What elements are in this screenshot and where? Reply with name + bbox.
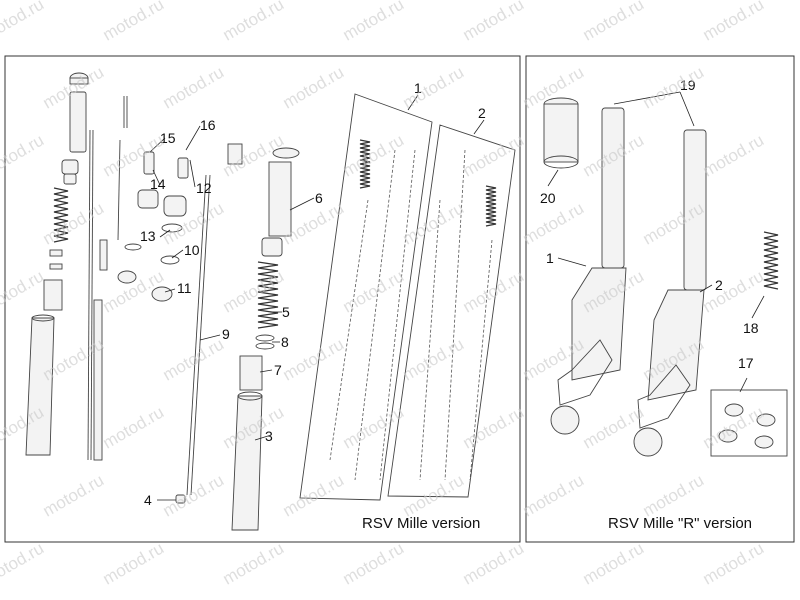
left-fork-exploded-parts — [25, 72, 516, 531]
label-12: 12 — [196, 180, 212, 196]
label-17: 17 — [738, 355, 754, 371]
left-leader-lines — [149, 94, 485, 501]
label-11: 11 — [177, 280, 192, 296]
right-leader-lines — [547, 91, 765, 393]
label-5: 5 — [282, 304, 290, 320]
label-r1: 1 — [546, 250, 554, 266]
label-8: 8 — [281, 334, 289, 350]
label-20: 20 — [540, 190, 556, 206]
label-4: 4 — [144, 492, 152, 508]
label-r2: 2 — [715, 277, 723, 293]
right-panel-frame — [525, 55, 795, 543]
left-panel-caption: RSV Mille version — [362, 515, 480, 532]
left-panel-frame — [4, 55, 521, 543]
label-16: 16 — [200, 117, 216, 133]
label-13: 13 — [140, 228, 156, 244]
right-fork-assembly — [543, 97, 788, 457]
label-9: 9 — [222, 326, 230, 342]
label-14: 14 — [150, 176, 166, 192]
left-part-labels: 1 2 3 4 5 6 7 8 9 10 11 12 13 14 15 16 — [140, 80, 486, 508]
label-2: 2 — [478, 105, 486, 121]
label-18: 18 — [743, 320, 759, 336]
right-panel-caption: RSV Mille "R" version — [608, 515, 752, 532]
label-10: 10 — [184, 242, 200, 258]
label-6: 6 — [315, 190, 323, 206]
label-15: 15 — [160, 130, 176, 146]
label-1: 1 — [414, 80, 422, 96]
label-3: 3 — [265, 428, 273, 444]
label-7: 7 — [274, 362, 282, 378]
label-19: 19 — [680, 77, 696, 93]
right-part-labels: 19 20 1 2 17 18 — [540, 77, 759, 371]
